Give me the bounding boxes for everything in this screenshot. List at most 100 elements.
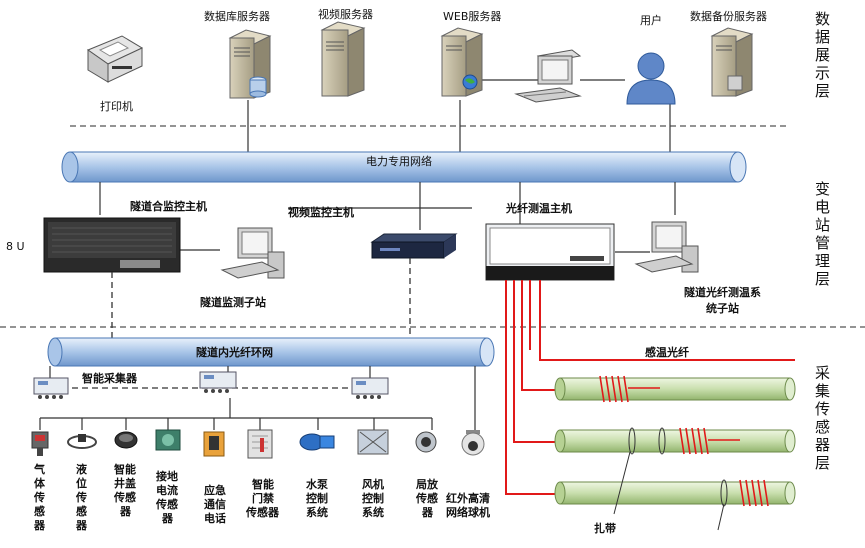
temperature-fiber-label: 感温光纤 (645, 345, 689, 359)
svg-text:理: 理 (815, 252, 830, 270)
water-pump-icon (299, 433, 335, 451)
svg-text:应急: 应急 (204, 483, 226, 497)
db-server-label: 数据库服务器 (204, 9, 270, 23)
web-server-icon (440, 27, 484, 97)
printer-icon (86, 35, 144, 83)
svg-text:传感: 传感 (415, 491, 438, 505)
svg-text:智能: 智能 (114, 462, 136, 476)
smart-collector-icon (351, 377, 389, 399)
sensor-label-emergency-phone: 应急 通信 电话 (204, 483, 226, 525)
fiber-substation-label-line2: 统子站 (706, 301, 739, 315)
svg-text:器: 器 (33, 519, 46, 532)
sensor-label-ground-current: 接地 电流 传感 器 (155, 469, 178, 525)
svg-text:通信: 通信 (204, 497, 226, 511)
svg-text:器: 器 (421, 506, 434, 519)
access-control-sensor-icon (247, 429, 273, 459)
tunnel-substation-pc-icon (220, 227, 285, 279)
desktop-computer-icon (514, 49, 582, 103)
svg-text:展: 展 (815, 46, 830, 64)
svg-text:传: 传 (33, 490, 45, 504)
fiber-coil (599, 375, 660, 403)
svg-text:感: 感 (815, 418, 830, 436)
ring-network-label: 隧道内光纤环网 (196, 345, 273, 359)
svg-text:据: 据 (815, 28, 830, 46)
svg-text:液: 液 (76, 462, 88, 476)
svg-text:示: 示 (815, 64, 830, 82)
level-sensor-icon (67, 434, 97, 449)
user-label: 用户 (640, 13, 662, 27)
svg-text:传: 传 (815, 400, 830, 418)
sensor-label-level: 液 位 传 感 器 (75, 462, 88, 532)
svg-text:层: 层 (815, 270, 830, 288)
video-monitor-host-label: 视频监控主机 (288, 205, 354, 219)
svg-text:控制: 控制 (306, 491, 328, 505)
svg-text:变: 变 (815, 180, 830, 198)
svg-text:系统: 系统 (362, 505, 384, 519)
svg-text:传: 传 (75, 490, 87, 504)
rack-size-label: 8 U (6, 240, 25, 253)
fiber-substation-pc-icon (634, 221, 699, 273)
svg-text:器: 器 (75, 519, 88, 532)
svg-text:网络球机: 网络球机 (446, 505, 490, 519)
smart-collector-label: 智能采集器 (82, 371, 138, 385)
svg-text:系统: 系统 (306, 505, 328, 519)
power-network-label: 电力专用网络 (366, 154, 432, 168)
emergency-phone-icon (203, 431, 225, 457)
svg-text:电: 电 (815, 198, 830, 216)
smart-collector-icon (33, 377, 69, 399)
svg-text:站: 站 (815, 216, 830, 234)
power-network-pipe (61, 151, 747, 183)
svg-text:采: 采 (815, 364, 830, 382)
svg-text:水泵: 水泵 (306, 477, 328, 491)
cable-pipe-2 (554, 429, 796, 453)
sensor-label-ptz-camera: 红外高清 网络球机 (446, 491, 490, 519)
svg-text:器: 器 (119, 505, 132, 518)
backup-server-icon (710, 27, 754, 97)
video-server-label: 视频服务器 (318, 7, 373, 21)
svg-text:感: 感 (34, 504, 45, 518)
sensor-label-water-pump: 水泵 控制 系统 (306, 477, 328, 519)
user-icon (626, 52, 676, 105)
partial-discharge-sensor-icon (415, 431, 437, 453)
svg-text:电话: 电话 (204, 511, 226, 525)
video-server-icon (320, 21, 366, 97)
fiber-coil (679, 427, 740, 455)
printer-label: 打印机 (100, 99, 133, 113)
svg-text:门禁: 门禁 (252, 491, 274, 505)
ground-current-sensor-icon (155, 429, 181, 451)
gas-sensor-icon (31, 431, 49, 456)
svg-text:控制: 控制 (362, 491, 384, 505)
svg-text:集: 集 (815, 382, 830, 400)
svg-text:局放: 局放 (415, 477, 439, 491)
fiber-coil (739, 479, 769, 507)
svg-text:体: 体 (34, 476, 46, 490)
svg-text:层: 层 (815, 454, 830, 472)
svg-text:器: 器 (161, 512, 174, 525)
temperature-fiber-lines (505, 280, 795, 495)
svg-text:智能: 智能 (252, 477, 274, 491)
tunnel-substation-label: 隧道监测子站 (200, 295, 266, 309)
svg-text:传感器: 传感器 (245, 505, 280, 519)
backup-server-label: 数据备份服务器 (690, 9, 767, 23)
sensor-label-fan: 风机 控制 系统 (362, 477, 384, 519)
svg-text:接地: 接地 (156, 469, 178, 483)
sensor-label-access-control: 智能 门禁 传感器 (245, 477, 280, 519)
fiber-temp-host-label: 光纤测温主机 (505, 201, 572, 215)
sensor-label-partial-discharge: 局放 传感 器 (415, 477, 439, 519)
tunnel-monitor-host-label: 隧道合监控主机 (130, 199, 207, 213)
svg-text:传感: 传感 (113, 490, 136, 504)
cable-pipe-1 (554, 377, 796, 401)
svg-text:电流: 电流 (156, 483, 178, 497)
sensor-label-gas: 气 体 传 感 器 (33, 462, 46, 532)
sensor-label-manhole: 智能 井盖 传感 器 (113, 462, 136, 518)
layer-label-substation: 变 电 站 管 理 层 (815, 180, 830, 288)
svg-text:井盖: 井盖 (114, 476, 136, 490)
svg-text:风机: 风机 (362, 477, 384, 491)
svg-text:位: 位 (76, 476, 87, 490)
ptz-camera-icon (461, 430, 485, 456)
svg-text:红外高清: 红外高清 (446, 491, 490, 505)
svg-text:器: 器 (815, 436, 830, 454)
video-monitor-host-icon (370, 233, 458, 259)
fan-control-icon (357, 429, 389, 455)
